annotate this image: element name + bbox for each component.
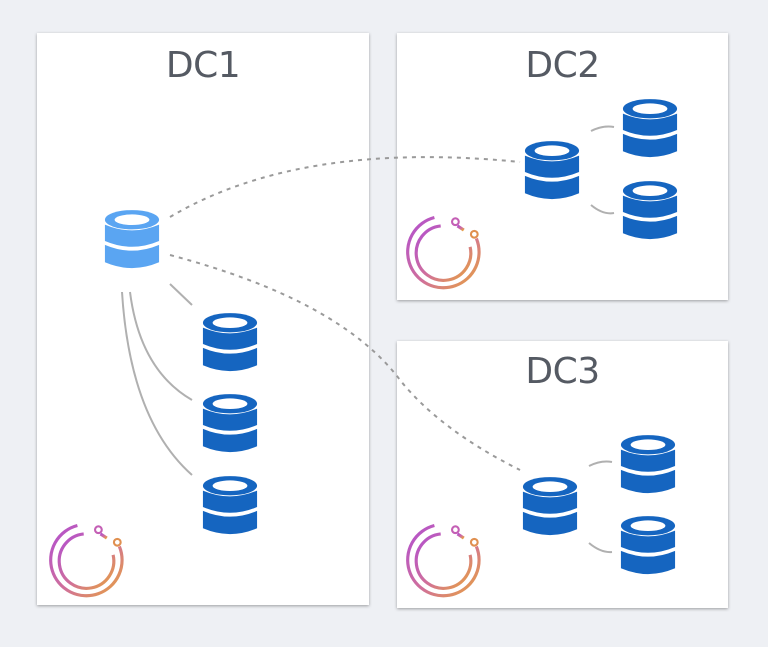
link-dc1-to-dc3 bbox=[169, 254, 521, 471]
datacenter-dc1: DC1 bbox=[37, 33, 369, 605]
link-local-3 bbox=[121, 291, 193, 476]
link-dc2-lower bbox=[590, 204, 615, 215]
database-icon bbox=[524, 141, 580, 200]
link-dc2-upper bbox=[590, 125, 615, 132]
database-icon bbox=[622, 99, 678, 158]
database-icon bbox=[620, 435, 676, 494]
link-local-1 bbox=[169, 283, 193, 306]
link-dc3-upper bbox=[588, 460, 613, 467]
database-icon bbox=[522, 477, 578, 536]
circular-logo-icon bbox=[406, 215, 481, 290]
datacenter-title: DC3 bbox=[525, 351, 600, 392]
database-icon bbox=[202, 394, 258, 453]
database-icon bbox=[622, 181, 678, 240]
database-icon bbox=[104, 210, 160, 269]
connection-lines bbox=[121, 125, 615, 554]
link-dc1-to-dc2 bbox=[169, 156, 521, 218]
circular-logo-icon bbox=[406, 523, 481, 598]
link-local-2 bbox=[129, 291, 193, 401]
datacenter-dc2: DC2 bbox=[397, 33, 728, 300]
datacenter-title: DC1 bbox=[165, 45, 241, 86]
datacenter-title: DC2 bbox=[525, 45, 600, 86]
database-icon bbox=[202, 313, 258, 372]
circular-logo-icon bbox=[49, 523, 124, 598]
database-icon bbox=[202, 476, 258, 535]
link-dc3-lower bbox=[588, 542, 613, 554]
database-icon bbox=[620, 516, 676, 575]
